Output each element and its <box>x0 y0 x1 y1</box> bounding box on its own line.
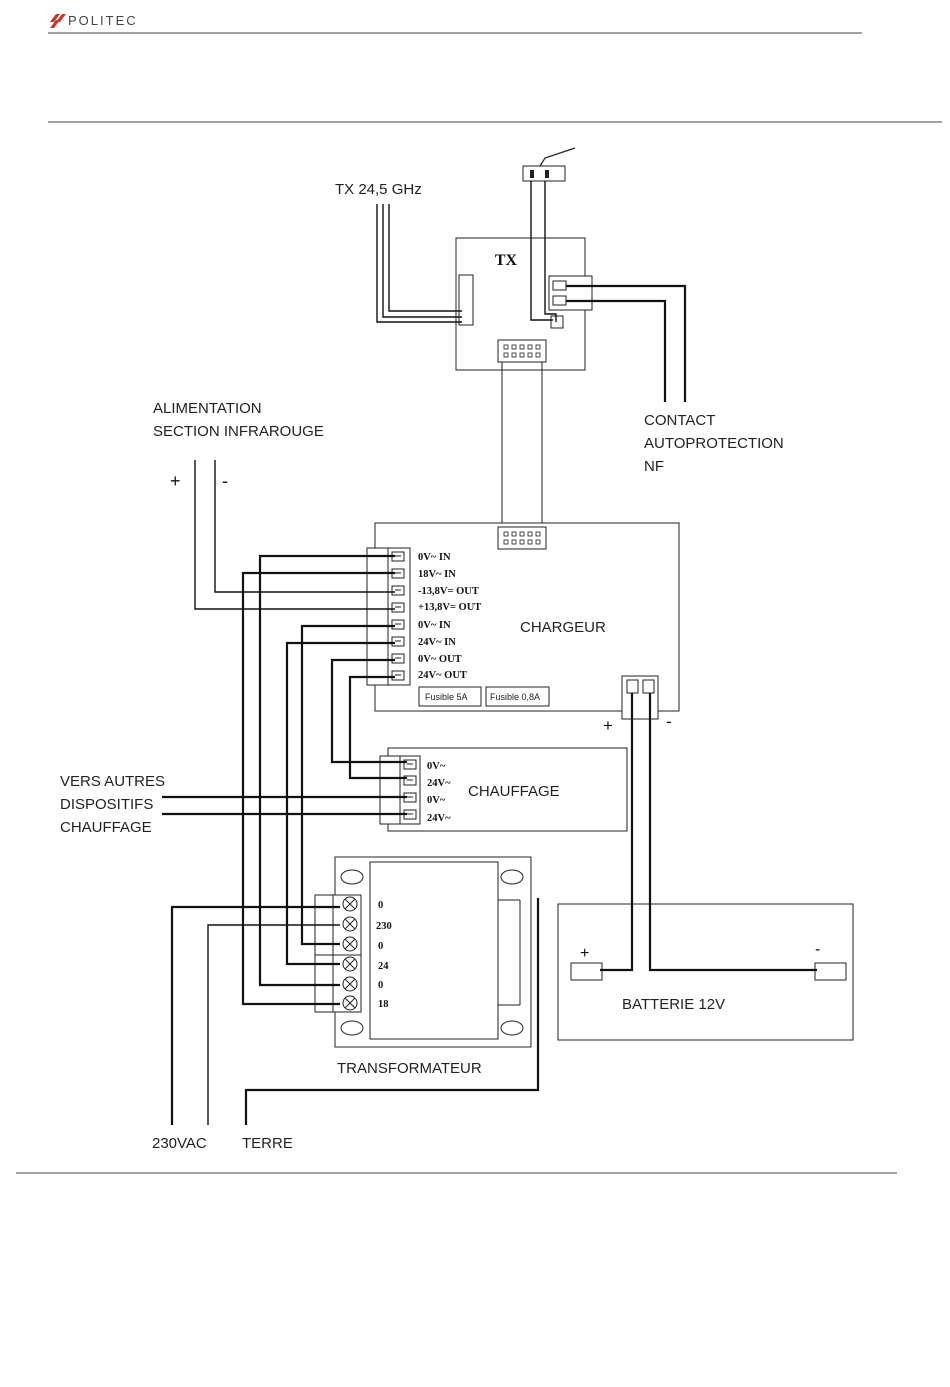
antenna-wires <box>376 204 462 323</box>
fuse-08a-label: Fusible 0,8A <box>490 692 540 702</box>
chauffage-title: CHAUFFAGE <box>468 783 560 800</box>
alimentation-line1: ALIMENTATION <box>153 400 262 417</box>
wire-alim-minus <box>214 460 395 593</box>
tx-board: TX TX 24,5 GHz <box>335 147 593 371</box>
alim-plus: + <box>170 471 181 491</box>
chargeur-terminal-label: -13,8V= OUT <box>418 586 479 597</box>
batterie-title: BATTERIE 12V <box>622 996 725 1013</box>
chauffage-terminal-label: 0V~ <box>427 795 446 806</box>
tx-ribbon-connector <box>497 339 547 363</box>
transformateur-title: TRANSFORMATEUR <box>337 1060 482 1077</box>
fuse-08a <box>485 686 550 707</box>
wire-batt-plus <box>600 693 634 972</box>
chargeur-terminal-label: +13,8V= OUT <box>418 602 481 613</box>
screw-terminal-icon <box>342 995 358 1011</box>
transformateur: 0 230 0 24 0 18 TRANSFORMATEUR <box>314 856 532 1077</box>
chargeur-terminal-label: 18V~ IN <box>418 569 456 580</box>
chauffage-board: CHAUFFAGE 0V~ 24V~ 0V~ 24V~ <box>379 747 628 832</box>
politec-logo: POLITEC <box>50 13 138 28</box>
wire-24v-in <box>285 641 395 966</box>
wire-18v-in <box>241 571 395 1006</box>
label-230vac: 230VAC <box>152 1135 207 1152</box>
trans-terminal-label: 18 <box>378 999 389 1010</box>
contact-label-line3: NF <box>644 458 664 475</box>
batterie-box <box>557 903 854 1041</box>
trans-terminal-label: 230 <box>376 921 392 932</box>
chauffage-terminal-label: 24V~ <box>427 813 451 824</box>
alimentation-line2: SECTION INFRAROUGE <box>153 423 324 440</box>
batterie-plus: + <box>580 945 589 962</box>
screw-terminal-icon <box>342 976 358 992</box>
header: POLITEC <box>48 13 942 123</box>
chargeur-terminal-label: 24V~ IN <box>418 637 456 648</box>
chargeur-batt-plus: + <box>603 716 613 735</box>
chargeur-terminal-label: 0V~ OUT <box>418 654 462 665</box>
switch-wire-2 <box>544 181 557 322</box>
chargeur-terminal-label: 0V~ IN <box>418 552 451 563</box>
wiring <box>162 460 817 1125</box>
fuse-5a-label: Fusible 5A <box>425 692 468 702</box>
contact-wire-2 <box>566 299 667 402</box>
trans-terminal-label: 24 <box>378 961 389 972</box>
vers-autres-label: VERS AUTRES DISPOSITIFS CHAUFFAGE <box>60 773 165 836</box>
screw-terminal-icon <box>342 896 358 912</box>
chargeur-terminal-label: 0V~ IN <box>418 620 451 631</box>
chargeur-ribbon-connector <box>497 526 547 550</box>
vers-autres-line3: CHAUFFAGE <box>60 819 152 836</box>
microswitch-icon <box>522 147 576 182</box>
batterie-minus: - <box>815 941 820 958</box>
screw-terminal-icon <box>342 936 358 952</box>
transformateur-core <box>369 861 499 1040</box>
vers-autres-line1: VERS AUTRES <box>60 773 165 790</box>
chauffage-terminal-label: 0V~ <box>427 761 446 772</box>
contact-label-line2: AUTOPROTECTION <box>644 435 784 452</box>
batterie: + - BATTERIE 12V <box>557 903 854 1041</box>
chauffage-terminal-label: 24V~ <box>427 778 451 789</box>
trans-terminal-label: 0 <box>378 941 383 952</box>
wire-24v-out <box>348 675 407 780</box>
logo-text: POLITEC <box>68 13 138 28</box>
ribbon-cable <box>501 362 543 527</box>
alim-minus: - <box>222 471 228 491</box>
wire-230vac-1 <box>170 905 340 1125</box>
contact-wire-1 <box>566 284 687 402</box>
tx-tamper-connector <box>550 315 564 329</box>
contact-label: CONTACT AUTOPROTECTION NF <box>644 412 784 475</box>
chargeur-terminal-label: 24V~ OUT <box>418 670 467 681</box>
alimentation-label: ALIMENTATION SECTION INFRAROUGE + - <box>153 400 324 491</box>
vers-autres-line2: DISPOSITIFS <box>60 796 153 813</box>
trans-terminal-label: 0 <box>378 900 383 911</box>
screw-terminal-icon <box>342 956 358 972</box>
chargeur-title: CHARGEUR <box>520 619 606 636</box>
contact-label-line1: CONTACT <box>644 412 715 429</box>
wire-0v-in-2 <box>300 624 395 946</box>
wire-0v-out <box>330 658 407 764</box>
tx-antenna-connector <box>458 274 474 326</box>
label-terre: TERRE <box>242 1135 293 1152</box>
batterie-terminal-minus <box>814 962 847 981</box>
chargeur-board: CHARGEUR 0V~ IN 18V~ IN -13,8V= OUT +13,… <box>366 522 680 735</box>
transformateur-terminal-block <box>314 894 362 1013</box>
fuse-5a <box>418 686 482 707</box>
batterie-terminal-plus <box>570 962 603 981</box>
wire-terre <box>244 898 540 1125</box>
tx-title: TX <box>495 252 518 269</box>
wire-230vac-2 <box>207 924 340 1125</box>
trans-terminal-label: 0 <box>378 980 383 991</box>
wire-0v-in-1 <box>258 554 395 987</box>
switch-wire-1 <box>530 181 553 321</box>
screw-terminal-icon <box>342 916 358 932</box>
wire-batt-minus <box>648 693 817 972</box>
chargeur-batt-minus: - <box>666 712 672 731</box>
chauffage-box <box>387 747 628 832</box>
tx-antenna-label: TX 24,5 GHz <box>335 181 422 198</box>
wire-alim-plus <box>194 460 395 610</box>
